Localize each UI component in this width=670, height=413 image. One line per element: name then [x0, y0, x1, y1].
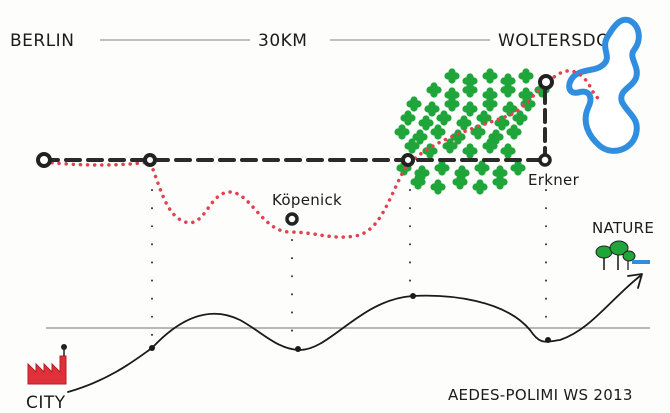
route-dotted-line	[43, 69, 600, 239]
forest-blob	[466, 86, 474, 94]
forest-blob	[448, 100, 456, 108]
forest-blob	[474, 128, 482, 136]
forest-blob	[440, 114, 448, 122]
forest-blob	[496, 178, 504, 186]
forest-blob	[422, 119, 430, 127]
forest-blob	[404, 114, 412, 122]
forest-blob	[398, 128, 406, 136]
forest-blob	[498, 119, 506, 127]
label-kopenick: Köpenick	[272, 191, 342, 209]
forest-blob	[414, 178, 422, 186]
forest-blob	[430, 86, 438, 94]
curve-arrow-head	[627, 273, 643, 289]
forest-blob	[434, 183, 442, 191]
label-erkner: Erkner	[528, 171, 580, 189]
forest-blob	[466, 77, 474, 85]
forest-blob	[486, 142, 494, 150]
label-distance: 30KM	[258, 31, 307, 51]
forest-blob	[486, 72, 494, 80]
curve-point-4	[545, 337, 551, 343]
station-woltersdorf	[538, 74, 554, 90]
trees-icon	[595, 240, 650, 270]
label-credit: AEDES-POLIMI WS 2013	[448, 386, 633, 404]
curve-point-3	[410, 293, 416, 299]
forest-blob	[486, 100, 494, 108]
label-woltersdorf: WOLTERSDORF	[498, 31, 633, 51]
forest-blob	[466, 147, 474, 155]
forest-blob	[524, 100, 532, 108]
forest-blob	[434, 128, 442, 136]
city-nature-curve	[67, 275, 641, 393]
forest-blob	[454, 133, 462, 141]
factory-icon	[27, 344, 67, 385]
forest-blob	[522, 72, 530, 80]
forest-blob	[504, 147, 512, 155]
station-kopenick	[285, 212, 299, 226]
forest-blob	[416, 133, 424, 141]
forest-blob	[418, 169, 426, 177]
label-city: CITY	[26, 393, 66, 413]
forest-blob	[466, 105, 474, 113]
curve-point-2	[295, 346, 301, 352]
forest-blob	[504, 77, 512, 85]
lake-icon	[566, 16, 642, 154]
station-erkner	[538, 153, 552, 167]
forest-blob	[460, 119, 468, 127]
forest-icon	[394, 68, 550, 195]
forest-blob	[438, 164, 446, 172]
forest-blob	[446, 142, 454, 150]
station-3	[401, 153, 415, 167]
forest-blob	[516, 114, 524, 122]
forest-blob	[514, 164, 522, 172]
forest-blob	[478, 164, 486, 172]
forest-blob	[480, 114, 488, 122]
forest-blob	[456, 178, 464, 186]
label-berlin: BERLIN	[10, 31, 74, 51]
forest-blob	[448, 72, 456, 80]
forest-blob	[448, 91, 456, 99]
label-nature: NATURE	[592, 219, 654, 237]
forest-blob	[410, 100, 418, 108]
forest-blob	[492, 133, 500, 141]
station-berlin	[36, 152, 52, 168]
forest-blob	[408, 142, 416, 150]
forest-blob	[496, 169, 504, 177]
forest-blob	[506, 105, 514, 113]
forest-blob	[510, 128, 518, 136]
curve-point-1	[149, 345, 155, 351]
forest-blob	[476, 183, 484, 191]
forest-blob	[428, 105, 436, 113]
forest-blob	[504, 86, 512, 94]
forest-blob	[486, 91, 494, 99]
station-2	[143, 153, 157, 167]
